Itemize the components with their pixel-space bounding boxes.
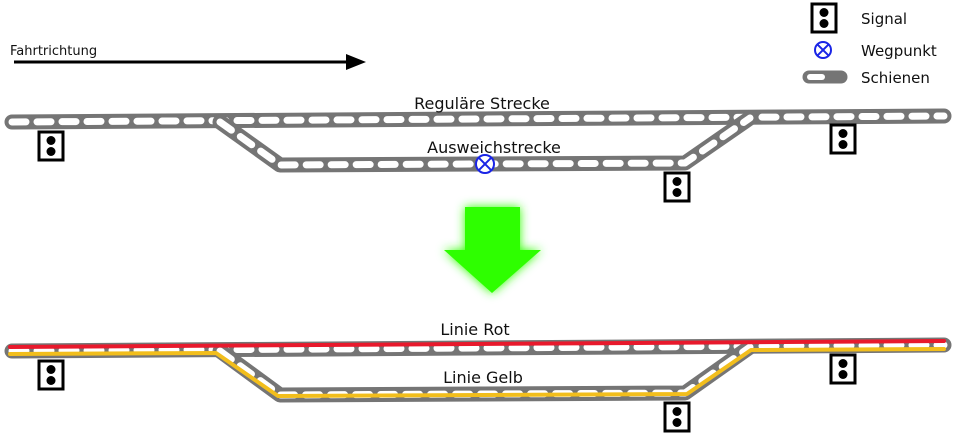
bottom-main-track-sleepers	[8, 341, 948, 355]
signal-icon	[37, 359, 65, 391]
signal-icon	[829, 123, 857, 155]
line-yellow-route	[8, 347, 946, 398]
direction-indicator: Fahrtrichtung	[10, 44, 366, 70]
signal-icon	[829, 353, 857, 385]
legend-rails-label: Schienen	[861, 69, 930, 87]
signal-icon	[37, 130, 65, 162]
legend-signal-label: Signal	[861, 10, 907, 28]
legend-waypoint-label: Wegpunkt	[861, 42, 937, 60]
signal-icon	[663, 171, 691, 203]
signal-icon	[663, 401, 691, 433]
legend: Signal Wegpunkt Schienen	[802, 2, 937, 87]
waypoint-icon	[475, 154, 495, 174]
legend-waypoint-icon	[814, 41, 832, 59]
top-main-track-sleepers	[8, 112, 948, 126]
top-bypass-label: Ausweichstrecke	[427, 138, 561, 157]
line-red-route	[8, 339, 946, 349]
legend-signal-icon	[810, 2, 838, 34]
transform-arrow-icon	[444, 207, 541, 293]
direction-label: Fahrtrichtung	[10, 44, 97, 59]
line-red-label: Linie Rot	[440, 320, 509, 339]
direction-arrow-icon	[346, 54, 366, 70]
top-main-label: Reguläre Strecke	[414, 94, 550, 113]
line-yellow-label: Linie Gelb	[443, 368, 523, 387]
